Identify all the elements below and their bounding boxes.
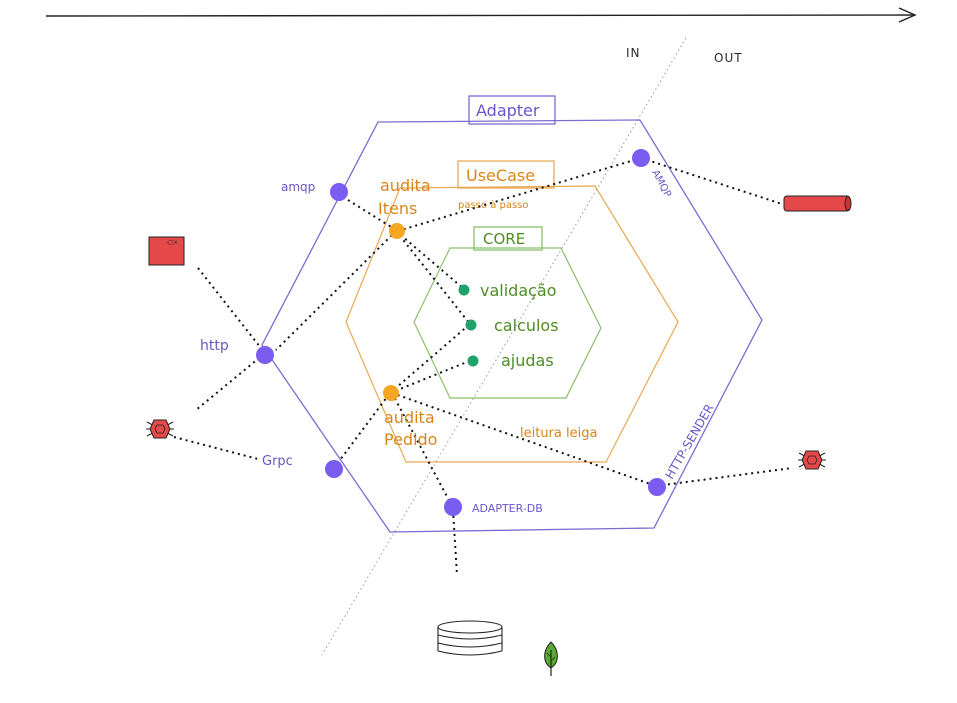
connections — [173, 157, 793, 576]
usecase-hexagon — [345, 185, 679, 463]
amqp-in-port — [330, 183, 348, 201]
http-sender-label: HTTP-SENDER — [662, 402, 716, 482]
adapter-title-box — [468, 95, 556, 125]
http-port — [256, 346, 274, 364]
amqp-in-label: amqp — [281, 180, 315, 194]
bug-icon — [798, 450, 826, 470]
queue-icon — [783, 195, 852, 212]
in-label: IN — [626, 46, 641, 60]
core-title-box — [473, 226, 543, 251]
audita-pedido-line1: audita — [384, 408, 435, 427]
audita-itens-line2: Itens — [378, 199, 417, 218]
usecase-title: UseCase — [466, 166, 535, 185]
core-title: CORE — [483, 230, 525, 248]
http-sender-port — [648, 478, 666, 496]
timeline-arrow — [45, 7, 917, 23]
core-item-validacao: validação — [480, 281, 557, 300]
svg-text:-□x: -□x — [166, 239, 178, 246]
adapter-db-port — [444, 498, 462, 516]
core-item-dot — [458, 284, 470, 296]
audita-itens-line1: audita — [380, 176, 431, 195]
audita-itens-node — [389, 223, 405, 239]
usecase-title-box — [457, 160, 555, 189]
browser-window-icon: -□x — [148, 236, 185, 266]
tree-icon — [544, 641, 558, 676]
amqp-out-label: AMQP — [649, 168, 673, 199]
audita-pedido-line2: Pedido — [384, 430, 437, 449]
in-out-boundary — [321, 37, 687, 656]
grpc-label: Grpc — [262, 454, 293, 469]
bug-icon — [146, 419, 174, 439]
usecase-subtitle: passo à passo — [458, 199, 529, 211]
core-item-ajudas: ajudas — [501, 351, 554, 370]
grpc-port — [325, 460, 343, 478]
http-label: http — [200, 338, 229, 354]
adapter-hexagon — [261, 119, 763, 533]
audita-pedido-node — [383, 385, 399, 401]
core-item-dot — [467, 355, 479, 367]
core-item-calculos: calculos — [494, 316, 559, 335]
core-hexagon — [413, 247, 602, 399]
database-icon — [437, 620, 503, 656]
leitura-leiga-label: leitura leiga — [520, 426, 597, 441]
adapter-db-label: ADAPTER-DB — [472, 502, 543, 515]
core-item-dot — [465, 319, 477, 331]
amqp-out-port — [632, 149, 650, 167]
out-label: OUT — [714, 51, 743, 65]
adapter-title: Adapter — [476, 101, 540, 120]
